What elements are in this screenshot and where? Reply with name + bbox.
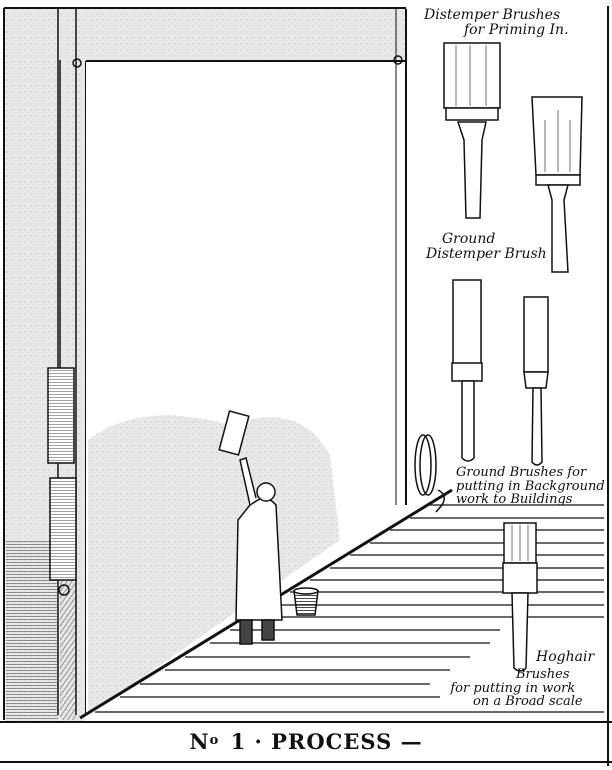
label-line: Brushes [516,667,570,682]
title-text: 1 · PROCESS — [222,729,423,754]
counterweights [47,60,77,596]
title-prefix: N [189,729,210,754]
label-line: on a Broad scale [473,694,583,710]
label-line: work to Buildings [456,492,573,508]
brush-distemper-2 [531,96,583,273]
rope-coil [414,434,445,513]
label-line: Ground [442,231,496,247]
label-line: for putting in work [450,680,576,696]
brush-ground-1 [451,279,483,462]
label-ground-distemper-brush: Ground Distemper Brush [426,232,547,261]
frame [0,6,612,766]
label-ground-brushes: Ground Brushes for putting in Background… [456,466,605,507]
label-line: Distemper Brush [426,245,547,262]
label-line: Ground Brushes for [456,465,587,480]
brush-distemper-1 [443,42,501,219]
brush-hoghair [502,522,538,672]
caption-title: No 1 · PROCESS — [0,729,612,754]
label-distemper-brushes: Distemper Brushes for Priming In. [424,8,569,37]
label-line: Distemper Brushes [424,7,561,23]
title-superscript: o [209,733,220,748]
label-hoghair-brushes: Brushes for putting in work on a Broad s… [443,667,583,710]
label-line: putting in Background [456,478,605,494]
label-hoghair: Hoghair [536,649,595,665]
label-line: for Priming In. [464,21,569,38]
brush-ground-2 [523,296,549,466]
painter-figure [218,410,319,645]
